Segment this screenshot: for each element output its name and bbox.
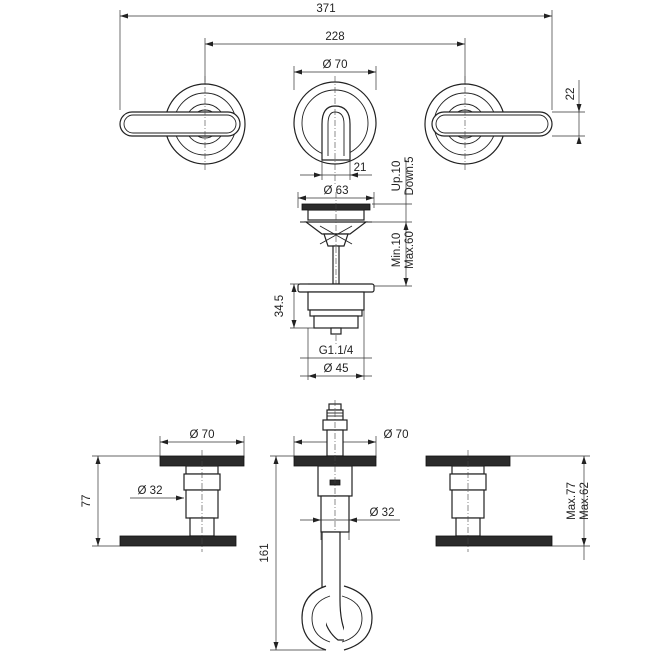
dim-overall-width: 371 (316, 3, 335, 15)
spout-top (293, 76, 377, 185)
dim-drain-min: Min.10 (391, 233, 403, 268)
spout-side: Ø 70 Ø 32 161 (259, 400, 409, 651)
dim-drain-max: Max.60 (404, 231, 416, 269)
dim-drain-thread: G1.1/4 (319, 345, 354, 357)
dim-handle-spacing: 228 (325, 31, 344, 43)
dim-spout-offset: 21 (354, 162, 367, 174)
drain-assembly: Ø 63 Up.10 Down.5 Min.10 Max.60 (274, 157, 416, 380)
dim-mount-max-2: Max.62 (579, 482, 591, 520)
dim-spout-diameter-top: Ø 70 (323, 59, 348, 71)
dim-drain-diameter: Ø 63 (324, 185, 349, 197)
right-valve-side: Max.77 Max.62 (425, 450, 591, 560)
top-view: 371 228 Ø 70 (119, 3, 585, 185)
right-handle-top (424, 76, 553, 172)
dim-spout-length: 161 (259, 543, 271, 562)
left-handle-top (119, 76, 246, 172)
dim-valve-body-diameter: Ø 32 (138, 485, 163, 497)
left-valve-side: Ø 70 Ø 32 77 (81, 429, 245, 552)
dim-valve-rosette-diameter: Ø 70 (190, 429, 215, 441)
dim-spout-body-diameter: Ø 32 (370, 507, 395, 519)
dim-valve-height: 77 (81, 495, 93, 508)
dim-handle-offset: 22 (565, 88, 577, 101)
dim-mount-max-1: Max.77 (566, 482, 578, 520)
dim-drain-body-height: 34.5 (274, 295, 286, 317)
dim-drain-body-diameter: Ø 45 (324, 363, 349, 375)
dim-drain-up: Up.10 (391, 161, 403, 192)
dim-drain-down: Down.5 (404, 157, 416, 196)
dim-spout-rosette-diameter: Ø 70 (384, 429, 409, 441)
